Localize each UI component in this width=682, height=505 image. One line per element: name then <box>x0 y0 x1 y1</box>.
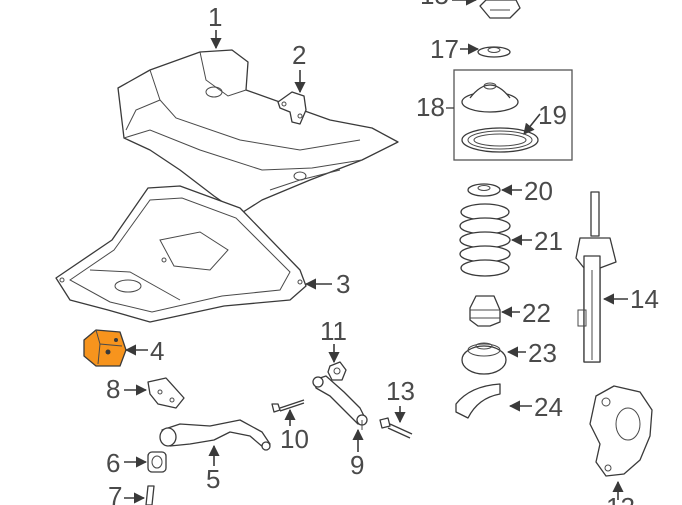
callout-8: 8 <box>106 374 120 404</box>
bolt-part-10 <box>271 399 305 413</box>
callout-5: 5 <box>206 464 220 494</box>
spring-pad-part-20 <box>467 183 501 197</box>
bracket-part <box>277 91 307 125</box>
callout-12: 12 <box>606 492 635 505</box>
callout-15: 15 <box>420 0 449 10</box>
callout-13: 13 <box>386 376 415 406</box>
tension-strut-part <box>312 375 368 430</box>
steering-knuckle-part <box>589 385 653 477</box>
shock-absorber-part <box>575 191 617 363</box>
callout-4: 4 <box>150 336 164 366</box>
callout-10: 10 <box>280 424 309 454</box>
callout-7: 7 <box>108 481 122 505</box>
spring-seat-part <box>455 383 501 419</box>
long-bolt-part <box>145 485 155 505</box>
underbody-shield-part <box>55 185 307 323</box>
callout-6: 6 <box>106 448 120 478</box>
coil-spring-part <box>459 203 511 277</box>
callout-24: 24 <box>534 392 563 422</box>
callout-17: 17 <box>430 34 459 64</box>
callout-22: 22 <box>522 298 551 328</box>
top-mount-part-15 <box>479 0 521 19</box>
dust-boot-part <box>461 342 507 375</box>
callout-1: 1 <box>208 2 222 32</box>
strut-mount-kit-box <box>453 69 573 161</box>
callout-2: 2 <box>292 40 306 70</box>
callout-19: 19 <box>538 100 567 130</box>
callout-9: 9 <box>350 450 364 480</box>
callout-18: 18 <box>416 92 445 122</box>
callout-3: 3 <box>336 269 350 299</box>
bushing-part <box>147 451 167 473</box>
control-arm-part <box>159 419 271 451</box>
washer-part-17 <box>477 46 511 58</box>
callout-11: 11 <box>320 316 347 346</box>
callout-14: 14 <box>630 284 659 314</box>
mount-block-part-highlighted <box>83 329 127 367</box>
front-subframe-part <box>117 49 399 215</box>
bolt-part-13 <box>379 417 413 439</box>
bump-stop-part <box>469 295 501 327</box>
callout-21: 21 <box>534 226 563 256</box>
nut-part-11 <box>327 361 347 381</box>
clamp-bracket-part <box>147 377 185 409</box>
callout-20: 20 <box>524 176 553 206</box>
callout-23: 23 <box>528 338 557 368</box>
